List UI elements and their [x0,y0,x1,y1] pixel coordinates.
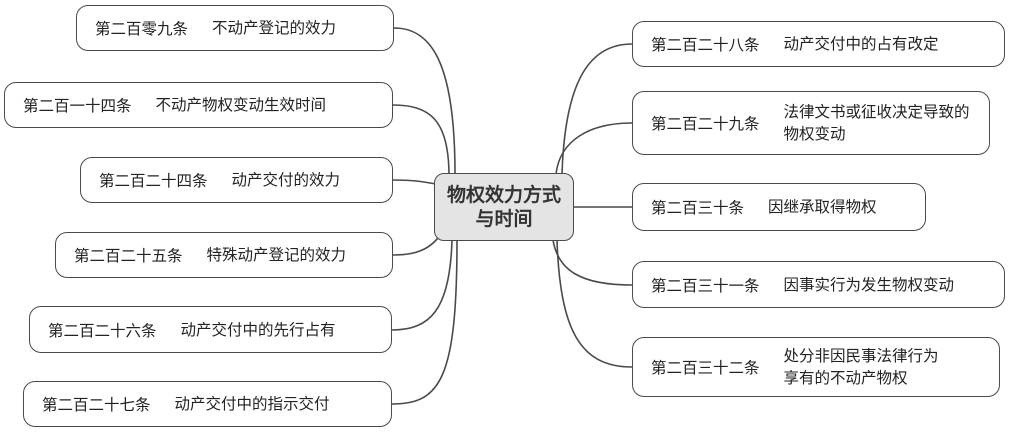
article-number: 第二百三十条 [651,199,745,217]
article-title: 因继承取得物权 [768,198,877,216]
article-title: 动产交付中的占有改定 [783,35,939,53]
topic-left-0[interactable]: 第二百零九条 不动产登记的效力 [76,5,394,51]
article-title: 处分非因民事法律行为享有的不动产物权 [783,347,939,387]
article-number: 第二百二十六条 [48,321,157,340]
topic-left-5[interactable]: 第二百二十七条 动产交付中的指示交付 [23,381,392,427]
edge-left-5 [391,239,458,405]
article-number: 第二百零九条 [95,20,189,38]
article-title: 不动产登记的效力 [212,19,337,37]
edge-right-1 [555,122,633,175]
article-number: 第二百三十一条 [651,276,760,295]
edge-right-0 [561,43,633,175]
central-topic-line2: 与时间 [475,208,533,230]
edge-left-4 [391,239,453,331]
edge-left-1 [392,104,450,177]
central-topic-line1: 物权效力方式 [446,184,561,206]
article-title: 法律文书或征收决定导致的物权变动 [783,103,970,143]
article-title: 动产交付中的指示交付 [174,395,330,413]
edge-left-0 [393,27,456,175]
topic-left-1[interactable]: 第二百一十四条 不动产物权变动生效时间 [4,82,393,128]
topic-right-3[interactable]: 第二百三十一条 因事实行为发生物权变动 [632,261,1005,308]
article-number: 第二百二十九条 [651,115,760,133]
article-title: 特殊动产登记的效力 [206,246,347,264]
topic-right-2[interactable]: 第二百三十条 因继承取得物权 [632,183,926,231]
topic-left-2[interactable]: 第二百二十四条 动产交付的效力 [80,157,393,203]
article-title: 动产交付中的先行占有 [180,320,336,339]
article-number: 第二百二十四条 [99,172,208,190]
topic-left-4[interactable]: 第二百二十六条 动产交付中的先行占有 [29,306,392,353]
topic-right-1[interactable]: 第二百二十九条 法律文书或征收决定导致的物权变动 [632,91,990,155]
article-title: 动产交付的效力 [231,171,341,189]
article-number: 第二百三十二条 [651,359,760,377]
edge-right-4 [556,239,633,368]
topic-left-3[interactable]: 第二百二十五条 特殊动产登记的效力 [55,232,393,278]
topic-right-0[interactable]: 第二百二十八条 动产交付中的占有改定 [632,21,1005,67]
edge-left-3 [392,233,442,256]
central-topic[interactable]: 物权效力方式与时间 [434,173,574,241]
article-title: 不动产物权变动生效时间 [155,96,327,114]
article-number: 第二百二十八条 [651,36,760,54]
article-number: 第二百二十五条 [74,247,183,265]
edge-right-3 [552,239,633,286]
article-number: 第二百一十四条 [23,97,132,115]
article-title: 因事实行为发生物权变动 [783,275,955,294]
topic-right-4[interactable]: 第二百三十二条 处分非因民事法律行为享有的不动产物权 [632,337,1000,397]
article-number: 第二百二十七条 [42,396,151,414]
edge-left-2 [392,179,437,185]
